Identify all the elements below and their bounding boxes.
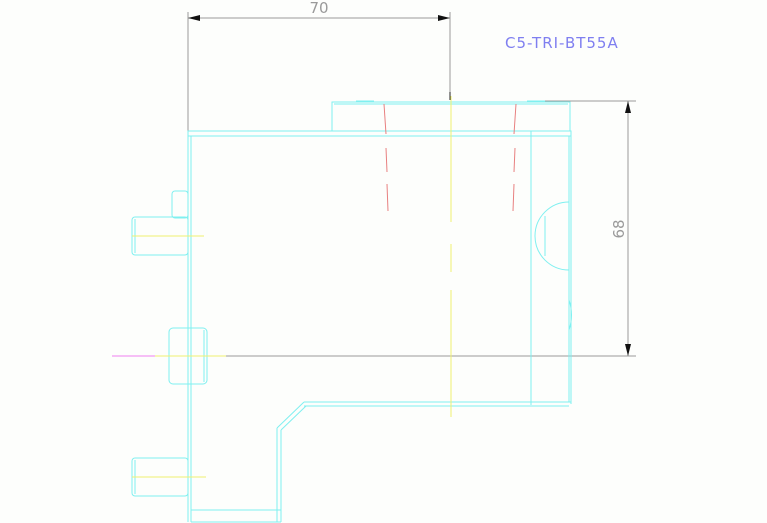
dimension-height [205,100,636,357]
dimension-width [187,12,451,132]
part-label: C5-TRI-BT55A [505,34,619,52]
centerlines [112,92,452,478]
hidden-lines [383,103,517,212]
dimension-width-value: 70 [309,0,328,17]
pin-upper [131,190,189,256]
dimension-height-value: 68 [610,219,628,238]
